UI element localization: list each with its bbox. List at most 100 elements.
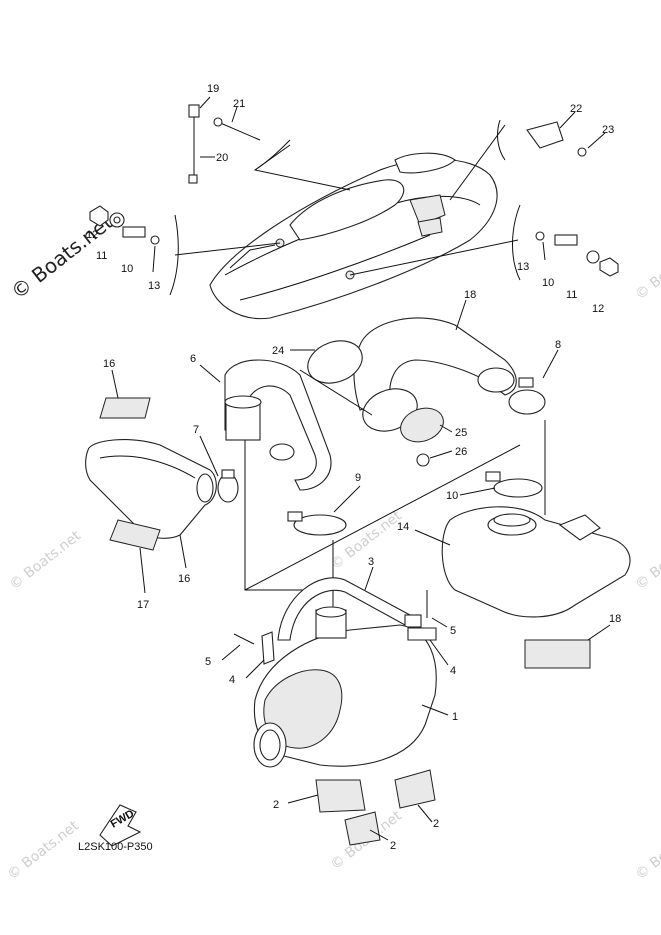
bolts-brackets xyxy=(233,590,437,665)
leader-9 xyxy=(459,487,496,496)
part-6-inlet-rim xyxy=(224,395,262,409)
part-15-silencer xyxy=(85,439,217,539)
leader-2-right xyxy=(417,804,433,823)
leader-22 xyxy=(449,124,506,201)
callout-14: 14 xyxy=(397,521,409,533)
part-6-body xyxy=(224,359,332,491)
watermark-left-mid: © Boats.net xyxy=(7,528,85,594)
part-13-clamp-right xyxy=(535,231,545,241)
leader-15 xyxy=(179,534,187,569)
part-23-nut xyxy=(577,147,587,157)
part-3-strap xyxy=(277,577,422,641)
part-10-fitting-right xyxy=(554,234,578,246)
leader-3 xyxy=(364,566,374,591)
part-1-muffler xyxy=(253,606,437,768)
engine-module xyxy=(409,194,446,226)
part-14-outlet xyxy=(558,514,601,541)
leader-7 xyxy=(199,435,219,477)
part-10-fitting-left xyxy=(122,226,146,238)
leader-8-middle xyxy=(333,485,361,513)
part-4-bracket-left xyxy=(261,631,275,665)
middle-clamps xyxy=(287,471,543,536)
guide-diagonal xyxy=(244,444,521,591)
part-9-ring xyxy=(493,478,543,498)
leader-13-left xyxy=(152,245,156,273)
callout-11-right: 11 xyxy=(566,289,577,301)
leader-26 xyxy=(429,450,453,459)
diagram-code: L2SK100-P350 xyxy=(78,841,153,853)
hull-outline xyxy=(209,158,498,320)
leader-right-group xyxy=(349,239,519,276)
callout-24: 24 xyxy=(272,345,284,357)
leader-19 xyxy=(199,96,211,109)
part-15-outlet xyxy=(196,473,214,503)
part-22-bracket xyxy=(526,121,564,149)
callout-5-left: 5 xyxy=(205,656,211,668)
part-8-screw-top xyxy=(518,377,534,388)
callout-18: 18 xyxy=(464,289,476,301)
callout-2-right: 2 xyxy=(433,818,439,830)
part-11-hole-left xyxy=(113,216,121,224)
part-4-bracket-right xyxy=(407,627,437,641)
leader-left-group xyxy=(174,242,281,256)
callout-3: 3 xyxy=(368,556,374,568)
part-6-duct xyxy=(224,359,332,491)
part-14-resonator xyxy=(441,506,631,618)
leader-5-left xyxy=(221,644,241,661)
callout-4-left: 4 xyxy=(229,674,235,686)
callout-10-left: 10 xyxy=(121,263,133,275)
watermark-right-bottom: © Boats.net xyxy=(633,818,661,884)
callout-11-left: 11 xyxy=(96,250,107,262)
callout-19: 19 xyxy=(207,83,219,95)
part-24-25-plate xyxy=(299,340,444,467)
leader-5-right xyxy=(431,617,448,628)
callout-16-top: 16 xyxy=(103,358,115,370)
callout-25: 25 xyxy=(455,427,467,439)
leader-1 xyxy=(421,704,449,716)
part-1-outlet-inner xyxy=(259,729,281,761)
callout-23: 23 xyxy=(602,124,614,136)
callout-9: 10 xyxy=(446,490,458,502)
callout-8-top: 8 xyxy=(555,339,561,351)
watermark-left-bottom: © Boats.net xyxy=(5,818,83,884)
leader-2-left xyxy=(287,794,319,804)
callout-17: 18 xyxy=(609,613,621,625)
part-13-clamp-left xyxy=(150,235,160,245)
callout-10-right: 10 xyxy=(542,277,554,289)
callout-13-right: 13 xyxy=(517,261,529,273)
hull-nose-line xyxy=(229,244,276,269)
part-2-shield-right xyxy=(394,769,436,809)
callout-26: 26 xyxy=(455,446,467,458)
part-1-inlet-rim xyxy=(315,606,347,618)
part-16-pad-top xyxy=(99,397,151,419)
part-25-plate xyxy=(400,407,444,443)
callout-13-left: 13 xyxy=(148,280,160,292)
callout-2-bottom: 2 xyxy=(390,840,396,852)
part-24-gasket xyxy=(307,340,363,384)
watermark-right-mid: © Boats.net xyxy=(633,528,661,594)
bracket-top xyxy=(254,139,291,171)
callout-12-left: 12 xyxy=(86,229,98,241)
part-6-side-port xyxy=(269,443,295,461)
engine-box xyxy=(417,217,443,237)
leader-16-bottom xyxy=(139,547,146,594)
bracket-right xyxy=(512,204,521,281)
callout-15: 16 xyxy=(178,573,190,585)
leader-18 xyxy=(455,299,467,331)
callout-12-right: 12 xyxy=(592,303,604,315)
leader-25 xyxy=(439,424,453,433)
part-18-outlet xyxy=(477,367,515,393)
part-7-clamp xyxy=(217,469,239,503)
callout-4-right: 4 xyxy=(450,665,456,677)
callout-1: 1 xyxy=(452,711,458,723)
bracket-top-right xyxy=(497,119,506,161)
watermark-right-top: © Boats.net xyxy=(633,238,661,304)
part-17-pad xyxy=(524,639,591,669)
callout-8-middle: 9 xyxy=(355,472,361,484)
hull-chine-line xyxy=(239,234,431,301)
callout-leaders xyxy=(111,96,611,841)
part-7-screw xyxy=(221,469,235,479)
leader-13-right xyxy=(542,241,546,261)
leader-14 xyxy=(414,529,451,546)
part-21-head xyxy=(213,117,223,127)
